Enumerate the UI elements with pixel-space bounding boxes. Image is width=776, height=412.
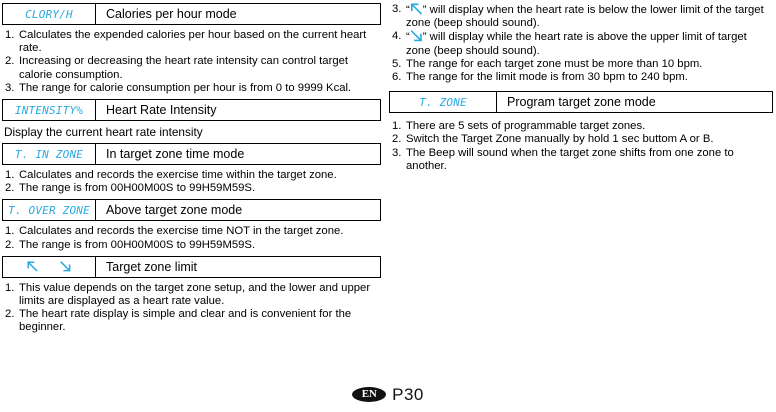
mode-title-target-zone-limit: Target zone limit [106, 259, 198, 274]
list-item: 1. There are 5 sets of programmable targ… [389, 120, 773, 133]
list-item: 2. The range is from 00H00M00S to 99H59M… [2, 239, 381, 252]
mode-title-program-target-zone: Program target zone mode [507, 94, 656, 109]
list-item: 6. The range for the limit mode is from … [389, 71, 773, 84]
list-item: 2. The range is from 00H00M00S to 99H59M… [2, 182, 381, 195]
list-item-number: 1. [5, 281, 15, 294]
lcd-label-clory-h: CLORY/H [3, 4, 96, 24]
list-item: 3. “” will display when the heart rate i… [389, 3, 773, 30]
right-column: 3. “” will display when the heart rate i… [389, 0, 773, 177]
list-item: 3. The range for calorie consumption per… [2, 82, 381, 95]
list-item-number: 1. [392, 120, 402, 133]
list-item-text: “” will display when the heart rate is b… [406, 3, 773, 30]
list-item-text: The range is from 00H00M00S to 99H59M59S… [19, 182, 256, 195]
lcd-arrow-group [3, 261, 95, 272]
list-item-number: 3. [5, 81, 15, 94]
list-item-number: 2. [392, 133, 402, 146]
notes-above-target-zone: 1. Calculates and records the exercise t… [2, 225, 381, 251]
notes-in-target-zone-time: 1. Calculates and records the exercise t… [2, 169, 381, 195]
note-heart-rate-intensity: Display the current heart rate intensity [4, 125, 203, 140]
list-item-number: 1. [5, 225, 15, 238]
list-item: 5. The range for each target zone must b… [389, 58, 773, 71]
list-item-text: The range for the limit mode is from 30 … [406, 71, 688, 84]
mode-row-calories-per-hour: CLORY/H Calories per hour mode [2, 3, 381, 25]
quote-open: “ [406, 31, 410, 44]
language-badge-icon: EN [352, 387, 387, 402]
list-item: 1. This value depends on the target zone… [2, 282, 381, 308]
arrow-down-right-icon [60, 261, 71, 272]
list-item-text: Calculates and records the exercise time… [19, 169, 337, 182]
notes-calories-per-hour: 1. Calculates the expended calories per … [2, 29, 381, 95]
page-number: P30 [392, 385, 424, 404]
list-item-text: Switch the Target Zone manually by hold … [406, 133, 714, 146]
list-item-text: The range for each target zone must be m… [406, 57, 703, 70]
list-item-text-rest: ” will display while the heart rate is a… [406, 31, 747, 57]
page-footer: EN P30 [0, 386, 776, 403]
list-item-number: 1. [5, 29, 15, 41]
list-item-number: 2. [5, 55, 15, 68]
list-item: 1. Calculates the expended calories per … [2, 29, 381, 55]
lcd-label-intensity: INTENSITY% [3, 100, 96, 121]
list-item: 2. The heart rate display is simple and … [2, 308, 381, 334]
mode-row-program-target-zone: T. ZONE Program target zone mode [389, 91, 773, 114]
notes-program-target-zone: 1. There are 5 sets of programmable targ… [389, 120, 773, 173]
quote-open: “ [406, 4, 410, 16]
list-item-number: 3. [392, 3, 402, 15]
list-item: 2. Switch the Target Zone manually by ho… [389, 133, 773, 146]
mode-row-above-target-zone: T. OVER ZONE Above target zone mode [2, 199, 381, 222]
language-badge-label: EN [361, 388, 377, 400]
lcd-label-target-zone-limit [3, 256, 96, 277]
list-item-number: 2. [5, 238, 15, 251]
list-item-number: 2. [5, 308, 15, 321]
notes-target-zone-limit-continued: 3. “” will display when the heart rate i… [389, 3, 773, 84]
notes-target-zone-limit: 1. This value depends on the target zone… [2, 282, 381, 335]
list-item: 1. Calculates and records the exercise t… [2, 225, 381, 238]
list-item-text: Calculates the expended calories per hou… [19, 29, 367, 55]
arrow-up-left-icon [410, 3, 422, 15]
left-column: CLORY/H Calories per hour mode 1. Calcul… [2, 0, 381, 339]
mode-title-in-target-zone-time: In target zone time mode [106, 146, 245, 161]
mode-row-in-target-zone-time: T. IN ZONE In target zone time mode [2, 143, 381, 166]
mode-title-heart-rate-intensity: Heart Rate Intensity [106, 102, 217, 117]
mode-title-calories-per-hour: Calories per hour mode [106, 6, 237, 21]
list-item-number: 1. [5, 169, 15, 182]
mode-row-heart-rate-intensity: INTENSITY% Heart Rate Intensity [2, 99, 381, 122]
arrow-up-left-icon [27, 261, 38, 272]
list-item-text: The heart rate display is simple and cle… [19, 308, 352, 334]
list-item: 4. “” will display while the heart rate … [389, 30, 773, 57]
list-item: 1. Calculates and records the exercise t… [2, 169, 381, 182]
list-item: 3. The Beep will sound when the target z… [389, 147, 773, 173]
list-item-number: 6. [392, 71, 402, 84]
list-item-text: Calculates and records the exercise time… [19, 225, 344, 238]
mode-row-target-zone-limit: Target zone limit [2, 255, 381, 278]
mode-title-above-target-zone: Above target zone mode [106, 203, 243, 218]
list-item-text-rest: ” will display when the heart rate is be… [406, 4, 764, 30]
list-item-number: 2. [5, 182, 15, 195]
list-item-text: This value depends on the target zone se… [19, 281, 371, 308]
list-item-text: The range is from 00H00M00S to 99H59M59S… [19, 238, 256, 251]
list-item-text: There are 5 sets of programmable target … [406, 120, 646, 133]
list-item-number: 5. [392, 57, 402, 70]
list-item-text: The range for calorie consumption per ho… [19, 81, 352, 94]
lcd-label-t-over-zone: T. OVER ZONE [3, 200, 96, 221]
lcd-label-t-in-zone: T. IN ZONE [3, 144, 96, 165]
list-item: 2. Increasing or decreasing the heart ra… [2, 55, 381, 81]
list-item-number: 4. [392, 30, 402, 43]
list-item-text: The Beep will sound when the target zone… [406, 146, 734, 172]
list-item-text: “” will display while the heart rate is … [406, 30, 773, 57]
list-item-number: 3. [392, 146, 402, 159]
lcd-label-t-zone: T. ZONE [390, 92, 497, 113]
arrow-down-right-icon [410, 30, 422, 43]
list-item-text: Increasing or decreasing the heart rate … [19, 55, 349, 81]
